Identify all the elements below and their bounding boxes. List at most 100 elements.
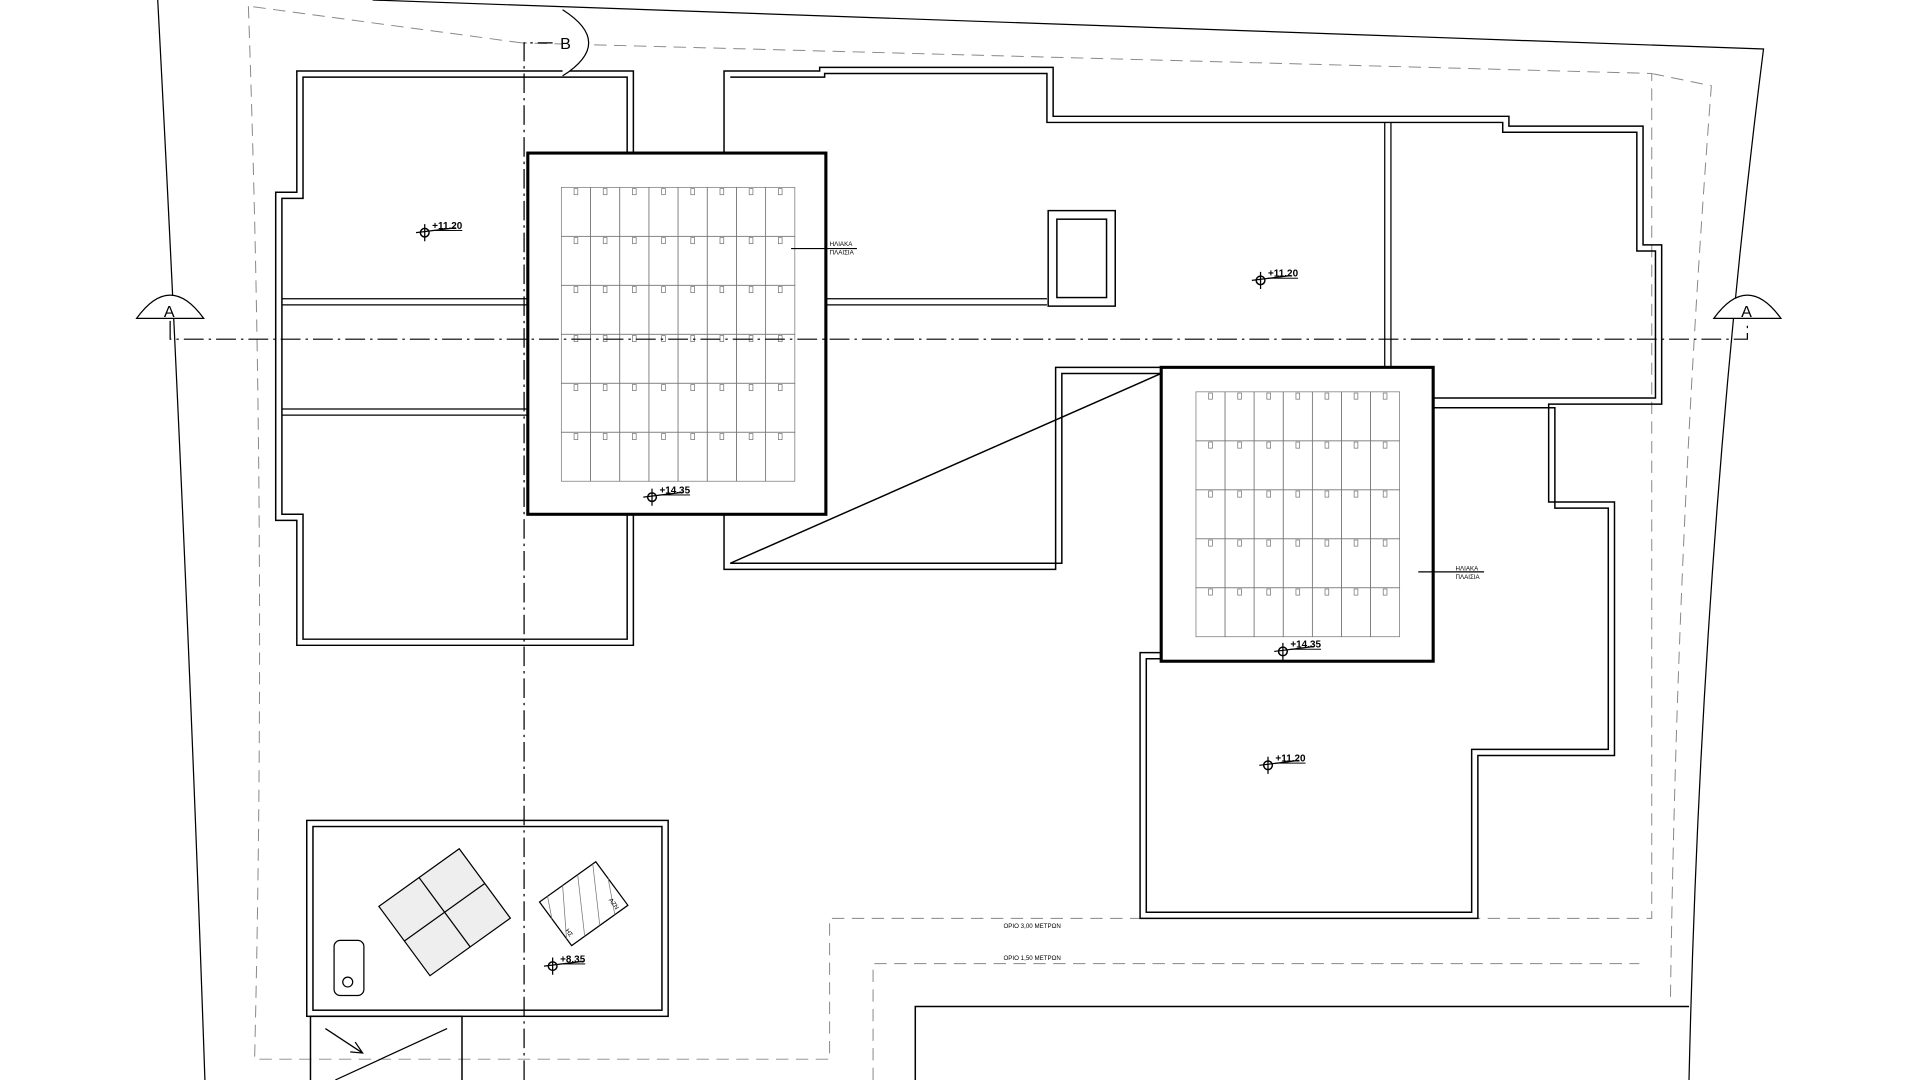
- panel-mount: [1266, 539, 1271, 547]
- panel-mount: [1266, 441, 1271, 449]
- panel-mount: [573, 384, 579, 391]
- panel-mount: [1353, 392, 1359, 400]
- panel-mount: [777, 384, 783, 391]
- boiler: [333, 939, 365, 997]
- stair: [309, 1015, 463, 1080]
- level-marker: +11.20: [1251, 269, 1299, 289]
- solar-collector: [377, 847, 512, 977]
- panel-mount: [1208, 539, 1213, 547]
- level-label: +14.35: [1290, 640, 1321, 651]
- stair-arrow-icon: [325, 1028, 448, 1080]
- solar-note-left-1: ΗΛΙΑΚΑ: [830, 241, 854, 248]
- section-a-left-label: A: [164, 303, 175, 321]
- panel-mount: [690, 433, 695, 440]
- setback-1-5m-label: ΟΡΙΟ 1,50 ΜΕΤΡΩΝ: [1003, 955, 1060, 962]
- panel-mount: [573, 433, 579, 440]
- panel-mount: [1295, 588, 1301, 596]
- lower-roof-inner: [312, 825, 663, 1011]
- solar-panel-grid-left: [560, 186, 796, 482]
- panel-mount: [1208, 392, 1213, 400]
- panel-mount: [1382, 588, 1388, 596]
- level-marker: +14.35: [643, 486, 691, 506]
- panel-mount: [777, 433, 783, 440]
- section-a-right-label: A: [1741, 303, 1752, 321]
- setback-line-inner: [872, 963, 1640, 1080]
- panel-mount: [1237, 441, 1242, 449]
- panel-mount: [632, 433, 637, 440]
- panel-mount: [602, 188, 608, 196]
- panel-mount: [719, 433, 725, 440]
- panel-mount: [1266, 588, 1271, 596]
- panel-mount: [632, 237, 637, 245]
- level-label: +11.20: [1268, 269, 1299, 280]
- panel-mount: [748, 433, 754, 440]
- solar-note-right-1: ΗΛΙΑΚΑ: [1456, 566, 1480, 573]
- panel-mount: [1295, 392, 1301, 400]
- panel-mount: [1295, 490, 1301, 498]
- solar-note-left-2: ΠΛΑΙΣΙΑ: [830, 250, 855, 257]
- section-line-a: [169, 320, 1748, 340]
- solar-frame-right: [1159, 365, 1435, 663]
- panel-mount: [573, 286, 579, 294]
- panel-mount: [1353, 490, 1359, 498]
- level-marker: +14.35: [1274, 640, 1322, 660]
- tank-label: ΑΖΝ: [607, 897, 620, 911]
- solar-panel: [765, 431, 796, 482]
- level-label: +11.20: [432, 221, 463, 232]
- panel-mount: [748, 384, 754, 391]
- panel-mount: [1353, 588, 1359, 596]
- panel-mount: [661, 384, 666, 391]
- panel-mount: [719, 188, 725, 196]
- solar-frame-left: [526, 151, 828, 516]
- boiler-outlet: [342, 976, 354, 988]
- panel-mount: [1324, 539, 1330, 547]
- panel-mount: [632, 384, 637, 391]
- section-line-b: [523, 42, 553, 1080]
- panel-mount: [661, 237, 666, 245]
- panel-mount: [1266, 490, 1271, 498]
- panel-mount: [1324, 392, 1330, 400]
- water-tank: [538, 860, 629, 947]
- level-marker: +11.20: [1259, 754, 1306, 774]
- building-left-divider: [281, 298, 528, 416]
- panel-mount: [661, 433, 666, 440]
- section-b-label: B: [560, 35, 571, 53]
- panel-mount: [1295, 441, 1301, 449]
- section-marker-b-icon: [562, 9, 590, 77]
- panel-mount: [1266, 392, 1271, 400]
- panel-mount: [602, 286, 608, 294]
- note-leaders: [791, 247, 1485, 573]
- section-marker-a-right-icon: [1712, 294, 1783, 319]
- level-marker: +8.35: [543, 955, 586, 975]
- panel-mount: [719, 384, 725, 391]
- panel-mount: [661, 188, 666, 196]
- lower-right-building: [914, 1005, 1690, 1080]
- solar-note-right-2: ΠΛΑΙΣΙΑ: [1456, 574, 1481, 581]
- panel-mount: [602, 237, 608, 245]
- panel-mount: [1237, 539, 1242, 547]
- building-main-inner: [729, 72, 1657, 913]
- panel-mount: [1237, 490, 1242, 498]
- level-label: +8.35: [560, 955, 586, 966]
- panel-mount: [1353, 539, 1359, 547]
- panel-mount: [1324, 441, 1330, 449]
- panel-mount: [748, 237, 754, 245]
- lower-roof-outline: [306, 819, 669, 1018]
- panel-mount: [1382, 539, 1388, 547]
- skylight-inner: [1056, 218, 1108, 299]
- panel-mount: [1324, 490, 1330, 498]
- panel-mount: [1208, 441, 1213, 449]
- panel-mount: [690, 237, 695, 245]
- panel-mount: [602, 384, 608, 391]
- level-marker: +11.20: [415, 221, 463, 242]
- panel-mount: [1208, 588, 1213, 596]
- panel-mount: [1382, 441, 1388, 449]
- panel-mount: [1208, 490, 1213, 498]
- panel-mount: [1353, 441, 1359, 449]
- panel-mount: [719, 237, 725, 245]
- panel-mount: [748, 188, 754, 196]
- panel-mount: [573, 237, 579, 245]
- panel-mount: [690, 384, 695, 391]
- panel-mount: [690, 286, 695, 294]
